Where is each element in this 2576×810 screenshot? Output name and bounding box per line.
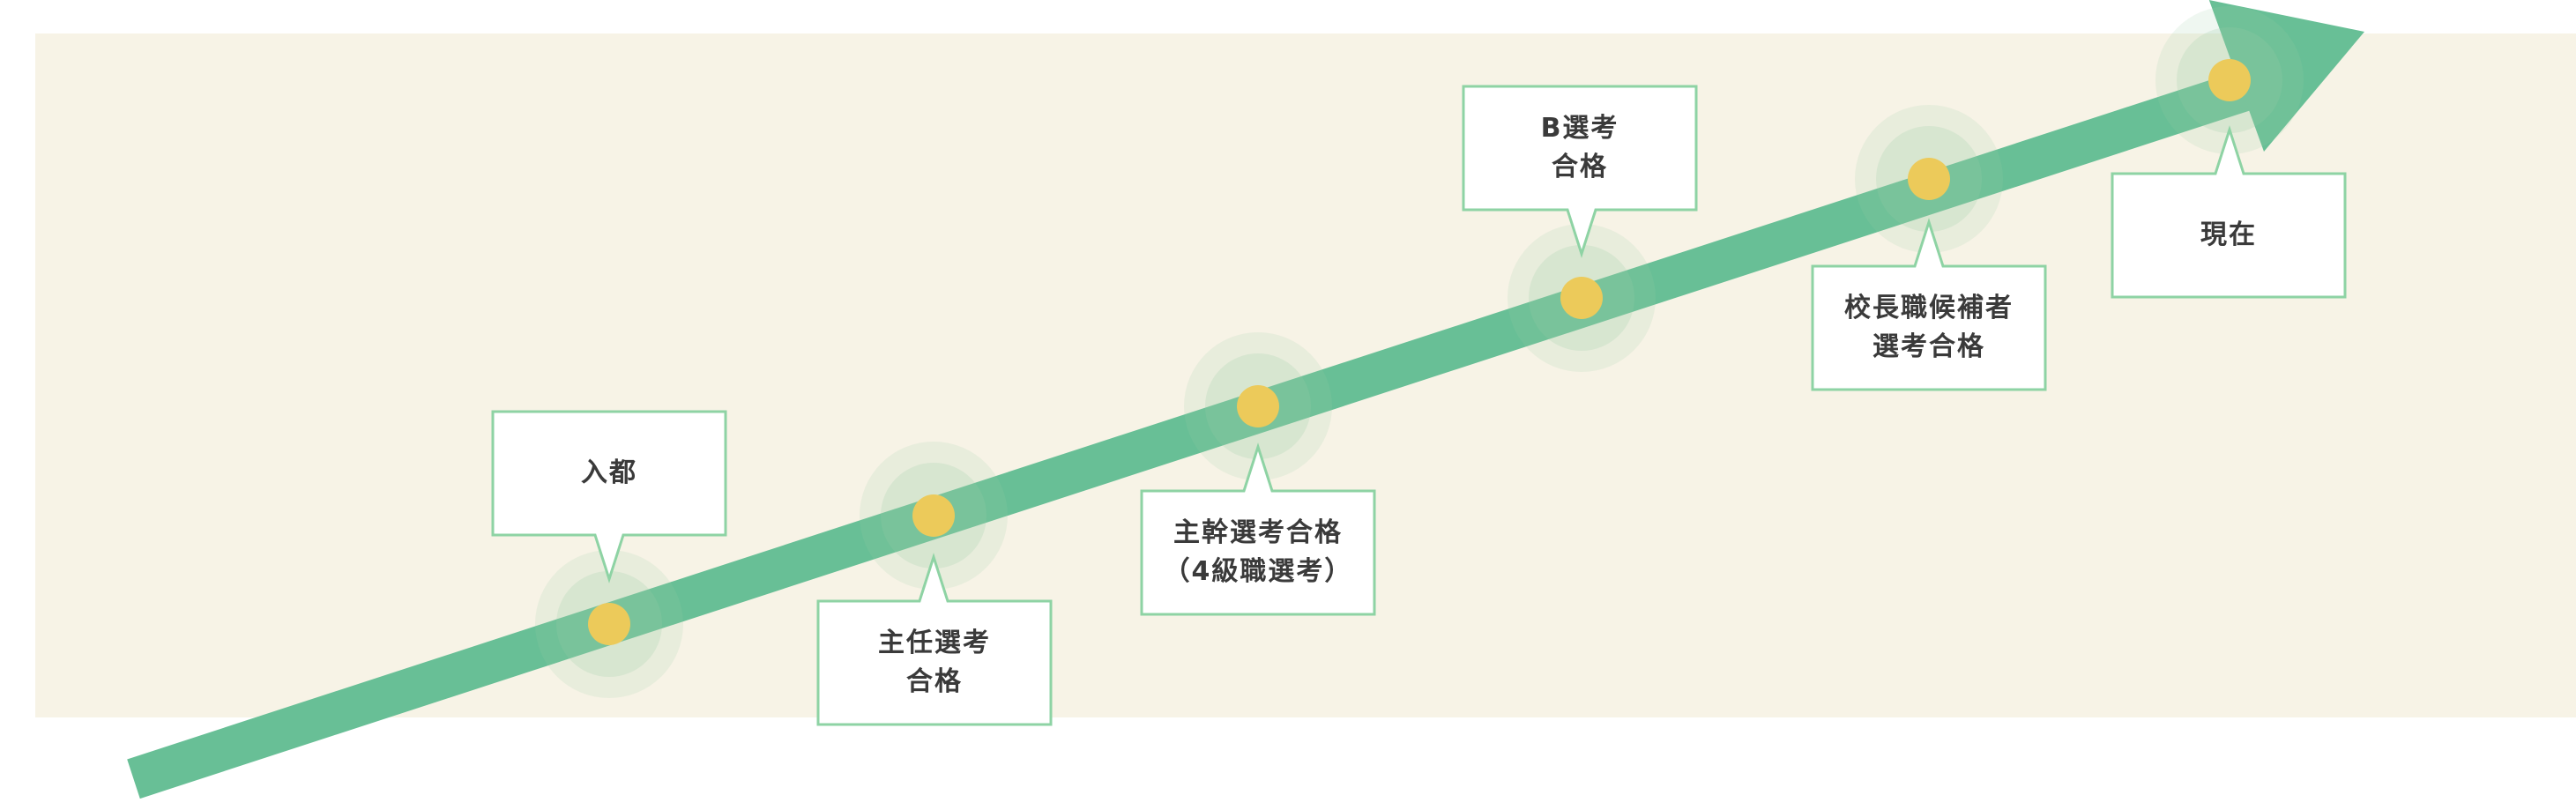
milestone-label-line: 主幹選考合格 (1173, 517, 1343, 548)
milestone-callout-box (491, 410, 727, 583)
milestone-b-senko (1462, 85, 1698, 372)
milestone-dot (1237, 385, 1279, 427)
milestone-dot (912, 494, 955, 537)
milestone-label-line: 校長職候補者 (1844, 293, 2014, 323)
arrow-shaft (127, 68, 2258, 799)
milestone-label-b-senko: B選考 合格 (1463, 86, 1696, 210)
milestone-label-line: 合格 (906, 666, 963, 697)
milestone-nyuto (491, 410, 727, 698)
milestone-genzai (2111, 6, 2347, 299)
milestone-label-line: 主任選考 (878, 628, 991, 658)
milestone-shunin (816, 442, 1053, 726)
milestone-callout-box (1140, 442, 1376, 616)
milestone-dot (1560, 277, 1603, 319)
milestone-label-shukan: 主幹選考合格 （4級職選考） (1142, 491, 1374, 614)
milestone-label-genzai: 現在 (2112, 174, 2345, 297)
milestone-label-line: 現在 (2200, 219, 2257, 250)
milestone-label-line: 選考合格 (1872, 331, 1985, 362)
milestone-label-kocho: 校長職候補者 選考合格 (1813, 266, 2045, 390)
milestone-label-line: B選考 (1540, 113, 1619, 144)
milestone-callout-box (816, 553, 1053, 726)
milestone-label-nyuto: 入都 (493, 412, 726, 535)
milestone-kocho (1811, 105, 2047, 391)
milestone-dot (2208, 59, 2251, 101)
milestone-callout-box (2111, 125, 2347, 299)
milestone-label-line: 合格 (1552, 152, 1608, 182)
arrow-head (2208, 0, 2364, 152)
milestone-dot (588, 603, 630, 645)
milestone-label-line: （4級職選考） (1163, 556, 1353, 587)
milestone-callout-box (1811, 218, 2047, 391)
milestone-label-line: 入都 (581, 457, 637, 488)
milestone-shukan (1140, 332, 1376, 616)
milestone-callout-box (1462, 85, 1698, 258)
milestone-dot (1908, 158, 1950, 200)
milestone-layer (491, 6, 2347, 726)
milestone-label-shunin: 主任選考 合格 (818, 601, 1051, 725)
